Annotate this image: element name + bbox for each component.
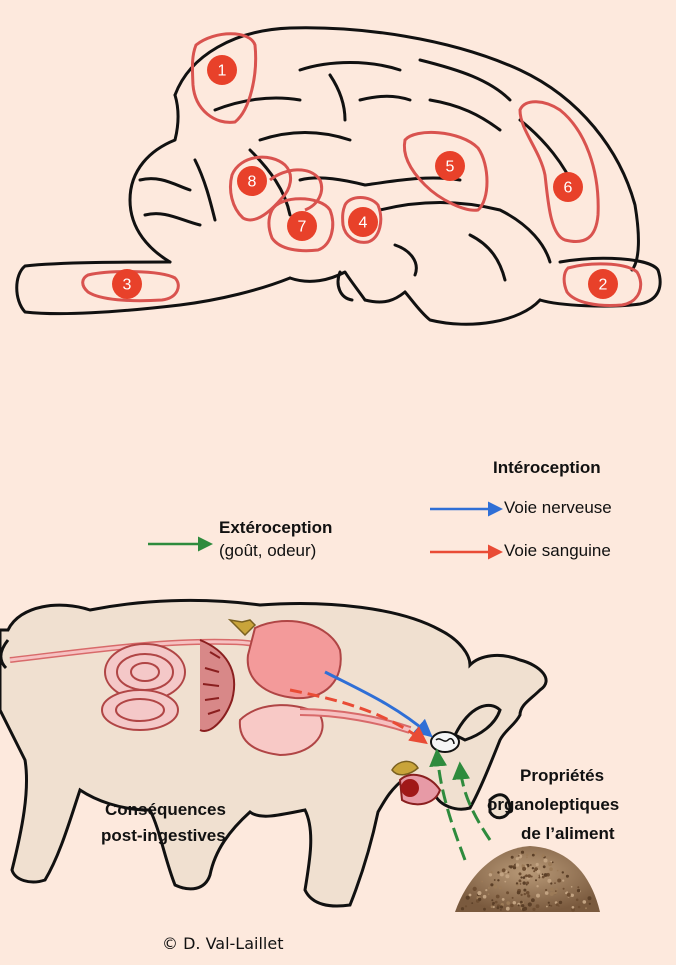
region-marker-3: 3 <box>112 269 142 299</box>
organoleptic-line3: de l’aliment <box>521 824 615 844</box>
region-marker-label: 1 <box>218 63 227 80</box>
region-marker-label: 7 <box>298 219 307 236</box>
organoleptic-line1: Propriétés <box>520 766 604 786</box>
feed-pile <box>455 846 600 912</box>
region-marker-label: 6 <box>564 180 573 197</box>
region-marker-label: 8 <box>248 174 257 191</box>
post-ingestive-line2: post-ingestives <box>101 826 226 846</box>
exteroception-title: Extéroception <box>219 518 332 538</box>
post-ingestive-line1: Conséquences <box>105 800 226 820</box>
region-marker-6: 6 <box>553 172 583 202</box>
region-marker-4: 4 <box>348 207 378 237</box>
region-marker-7: 7 <box>287 211 317 241</box>
region-marker-label: 4 <box>359 215 368 232</box>
region-marker-5: 5 <box>435 151 465 181</box>
region-marker-1: 1 <box>207 55 237 85</box>
interoception-title: Intéroception <box>493 458 601 478</box>
region-marker-label: 2 <box>599 277 608 294</box>
brain-region-outlines <box>83 34 641 306</box>
exteroception-detail: (goût, odeur) <box>219 541 316 561</box>
region-marker-label: 3 <box>123 277 132 294</box>
nerve-pathway-label: Voie nerveuse <box>504 498 612 518</box>
organoleptic-line2: organoleptiques <box>487 795 619 815</box>
region-6-outline <box>520 102 598 242</box>
region-marker-2: 2 <box>588 269 618 299</box>
brain-region-markers: 1 2 3 4 5 6 7 8 <box>112 55 618 299</box>
region-marker-label: 5 <box>446 159 455 176</box>
region-marker-8: 8 <box>237 166 267 196</box>
credit: © D. Val-Laillet <box>162 934 283 953</box>
blood-pathway-label: Voie sanguine <box>504 541 611 561</box>
